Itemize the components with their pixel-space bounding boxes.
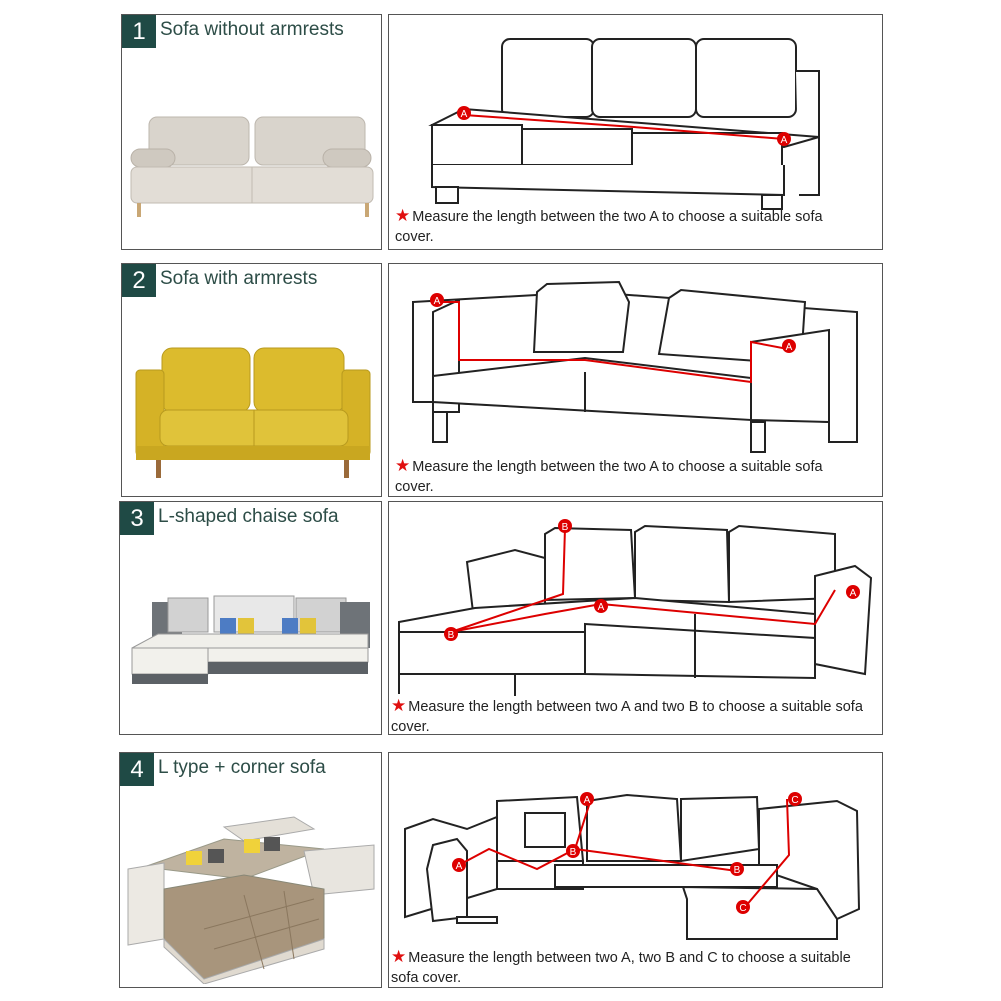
sofa-diagram-no-armrests: A A <box>424 35 844 215</box>
section-number-badge: 4 <box>120 753 154 786</box>
svg-text:A: A <box>461 109 468 120</box>
sofa-diagram-with-armrests: A A <box>409 272 869 462</box>
svg-text:A: A <box>584 795 591 806</box>
star-icon: ★ <box>391 696 407 715</box>
marker-a-icon: A <box>430 293 444 307</box>
sofa-photo-no-armrests <box>127 107 377 232</box>
svg-text:A: A <box>850 588 857 599</box>
svg-text:C: C <box>739 903 746 914</box>
section-title: Sofa with armrests <box>160 268 318 289</box>
svg-text:B: B <box>570 847 577 858</box>
marker-a-icon: A <box>846 585 860 599</box>
section-4-photo-panel: 4 L type + corner sofa <box>119 752 382 988</box>
measurement-caption: ★Measure the length between two A and tw… <box>391 696 863 735</box>
section-number-badge: 3 <box>120 502 154 535</box>
marker-b-icon: B <box>558 519 572 533</box>
sofa-photo-l-shaped-chaise <box>128 594 378 694</box>
marker-c-icon: C <box>736 900 750 914</box>
svg-text:C: C <box>791 795 798 806</box>
marker-b-icon: B <box>730 862 744 876</box>
section-2-photo-panel: 2 Sofa with armrests <box>121 263 382 497</box>
marker-b-icon: B <box>566 844 580 858</box>
marker-c-icon: C <box>788 792 802 806</box>
sofa-diagram-l-type-corner: A A B B C C <box>397 789 872 949</box>
section-2-diagram-panel: A A ★Measure the length between the two … <box>388 263 883 497</box>
svg-text:B: B <box>448 630 455 641</box>
marker-a-icon: A <box>457 106 471 120</box>
section-4-diagram-panel: A A B B C C ★Measure th <box>388 752 883 988</box>
svg-text:A: A <box>456 861 463 872</box>
star-icon: ★ <box>395 206 411 225</box>
section-title: Sofa without armrests <box>160 19 344 40</box>
section-title: L-shaped chaise sofa <box>158 506 339 527</box>
section-1-diagram-panel: A A ★Measure the length between the two … <box>388 14 883 250</box>
sofa-photo-with-armrests <box>132 344 372 484</box>
svg-text:A: A <box>434 296 441 307</box>
section-number-badge: 2 <box>122 264 156 297</box>
sofa-photo-l-type-corner <box>124 809 379 984</box>
svg-text:B: B <box>734 865 741 876</box>
section-title: L type + corner sofa <box>158 757 326 778</box>
marker-a-icon: A <box>777 132 791 146</box>
marker-a-icon: A <box>782 339 796 353</box>
marker-a-icon: A <box>452 858 466 872</box>
svg-text:A: A <box>598 602 605 613</box>
section-3-photo-panel: 3 L-shaped chaise sofa <box>119 501 382 735</box>
marker-a-icon: A <box>594 599 608 613</box>
svg-text:A: A <box>786 342 793 353</box>
svg-text:A: A <box>781 135 788 146</box>
svg-text:B: B <box>562 522 569 533</box>
section-3-diagram-panel: B B A A ★Measure the length between two … <box>388 501 883 735</box>
measurement-caption: ★Measure the length between the two A to… <box>395 206 823 245</box>
marker-a-icon: A <box>580 792 594 806</box>
section-number-badge: 1 <box>122 15 156 48</box>
marker-b-icon: B <box>444 627 458 641</box>
measurement-caption: ★Measure the length between the two A to… <box>395 456 823 495</box>
section-1-photo-panel: 1 Sofa without armrests <box>121 14 382 250</box>
sofa-diagram-l-shaped-chaise: B B A A <box>395 514 875 699</box>
measurement-caption: ★Measure the length between two A, two B… <box>391 947 851 986</box>
star-icon: ★ <box>391 947 407 966</box>
star-icon: ★ <box>395 456 411 475</box>
